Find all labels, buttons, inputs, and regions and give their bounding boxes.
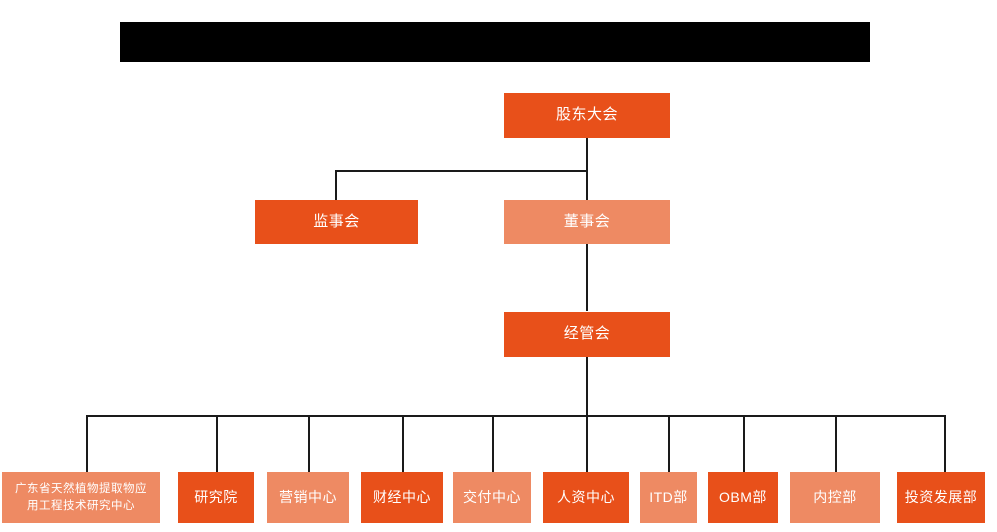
connector-drop-d4 (402, 415, 404, 472)
node-label-line2: 用工程技术研究中心 (27, 499, 135, 512)
connector-departments-bus (86, 415, 946, 417)
node-itd-department[interactable]: ITD部 (640, 472, 697, 523)
node-investment-development-department[interactable]: 投资发展部 (897, 472, 985, 523)
connector-drop-d7 (668, 415, 670, 472)
connector-drop-d10 (944, 415, 946, 472)
connector-directors-down (586, 170, 588, 201)
node-label: OBM部 (719, 488, 767, 505)
node-label: 营销中心 (279, 488, 337, 505)
node-label: 董事会 (563, 212, 611, 230)
connector-tier2-horizontal (335, 170, 588, 172)
connector-drop-d6 (586, 415, 588, 472)
node-delivery-center[interactable]: 交付中心 (453, 472, 531, 523)
node-label: 投资发展部 (904, 488, 978, 505)
node-board-of-directors[interactable]: 董事会 (504, 200, 670, 244)
connector-drop-d9 (835, 415, 837, 472)
node-label: 监事会 (313, 212, 360, 230)
node-label: 广东省天然植物提取物应 用工程技术研究中心 (2, 481, 160, 514)
node-label: 内控部 (813, 488, 857, 505)
connector-drop-d3 (308, 415, 310, 472)
connector-drop-d1 (86, 415, 88, 472)
node-label: 股东大会 (555, 106, 618, 124)
connector-drop-d2 (216, 415, 218, 472)
connector-management-down (586, 357, 588, 416)
node-hr-center[interactable]: 人资中心 (543, 472, 629, 523)
redacted-title-bar (120, 22, 870, 62)
node-label: ITD部 (649, 488, 688, 505)
connector-drop-d8 (743, 415, 745, 472)
node-guangdong-research-center[interactable]: 广东省天然植物提取物应 用工程技术研究中心 (2, 472, 160, 523)
node-management-committee[interactable]: 经管会 (504, 312, 670, 357)
node-label: 财经中心 (373, 488, 431, 505)
node-obm-department[interactable]: OBM部 (708, 472, 778, 523)
node-shareholders-meeting[interactable]: 股东大会 (504, 93, 670, 138)
node-research-institute[interactable]: 研究院 (178, 472, 254, 523)
node-marketing-center[interactable]: 营销中心 (267, 472, 349, 523)
node-label: 研究院 (194, 488, 238, 505)
connector-directors-to-management (586, 243, 588, 311)
node-label: 交付中心 (463, 488, 521, 505)
connector-drop-d5 (492, 415, 494, 472)
node-board-of-supervisors[interactable]: 监事会 (255, 200, 418, 244)
node-label: 人资中心 (557, 488, 615, 505)
node-internal-control-department[interactable]: 内控部 (790, 472, 880, 523)
node-label: 经管会 (563, 325, 611, 343)
node-label-line1: 广东省天然植物提取物应 (15, 482, 147, 495)
connector-supervisors-down (335, 170, 337, 201)
connector-shareholders-down (586, 138, 588, 171)
node-finance-center[interactable]: 财经中心 (361, 472, 443, 523)
